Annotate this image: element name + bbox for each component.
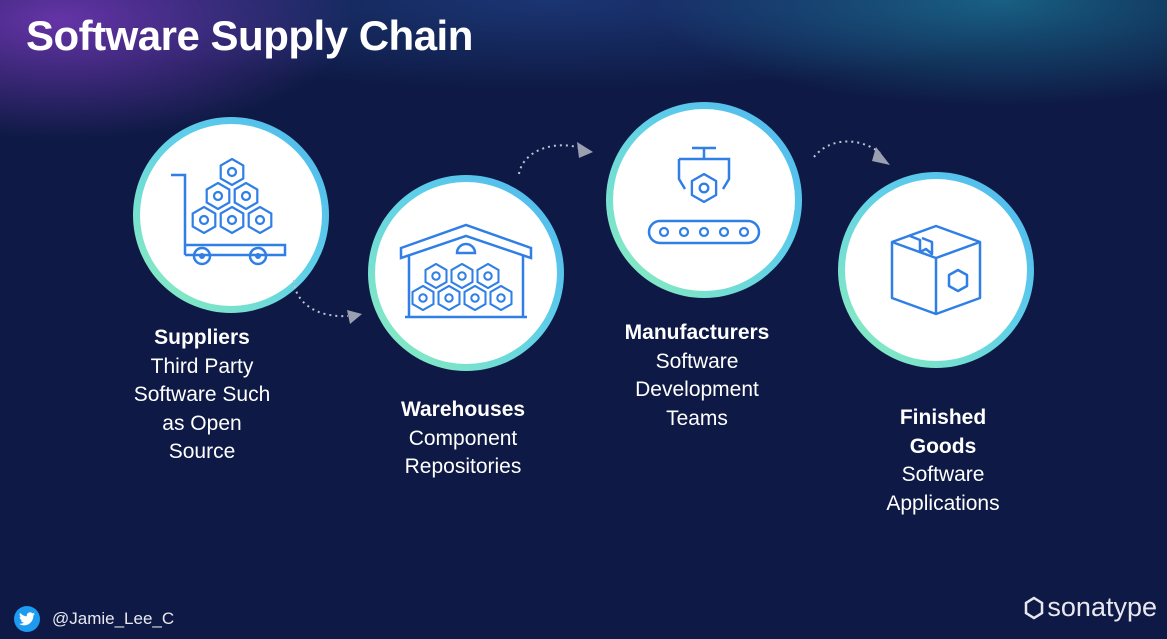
handle-text: @Jamie_Lee_C <box>52 609 175 628</box>
step-line: Teams <box>666 406 728 430</box>
suppliers-circle <box>133 117 329 313</box>
step-line: Applications <box>886 491 1000 515</box>
flow-arrow-icon <box>813 140 890 165</box>
warehouse-icon <box>399 223 533 319</box>
assembly-line-icon <box>647 146 761 245</box>
step-line: Development <box>635 378 759 401</box>
slide-title: Software Supply Chain <box>26 12 473 59</box>
step-line: Component <box>408 426 518 450</box>
brand-text: sonatype <box>1047 592 1157 622</box>
flow-arrow-icon <box>518 142 593 175</box>
box-icon <box>890 224 982 316</box>
flow-arrow-icon <box>293 279 362 324</box>
step-line: Software <box>655 349 739 373</box>
step-line: Source <box>168 440 236 463</box>
twitter-icon <box>14 606 40 632</box>
finished-goods-circle <box>838 172 1034 368</box>
step-heading: Goods <box>909 434 977 458</box>
step-line: Software <box>901 463 985 486</box>
step-line: Repositories <box>404 455 522 478</box>
manufacturers-circle <box>606 102 802 298</box>
sonatype-logo: sonatype <box>1024 592 1157 623</box>
step-heading: Suppliers <box>154 326 250 349</box>
warehouses-label: Warehouses Component Repositories <box>363 396 563 482</box>
step-heading: Manufacturers <box>624 321 770 344</box>
step-heading: Warehouses <box>400 398 526 421</box>
sonatype-hex-icon <box>1025 596 1044 619</box>
step-heading: Finished <box>899 406 987 429</box>
pallet-jack-icon <box>171 158 287 266</box>
twitter-handle: @Jamie_Lee_C <box>14 606 174 632</box>
step-line: Software Such <box>133 383 271 406</box>
finished-goods-label: Finished Goods Software Applications <box>843 404 1043 518</box>
suppliers-label: Suppliers Third Party Software Such as O… <box>102 324 302 467</box>
step-line: Third Party <box>150 354 254 378</box>
warehouses-circle <box>368 175 564 371</box>
manufacturers-label: Manufacturers Software Development Teams <box>597 319 797 433</box>
step-line: as Open <box>162 411 242 435</box>
